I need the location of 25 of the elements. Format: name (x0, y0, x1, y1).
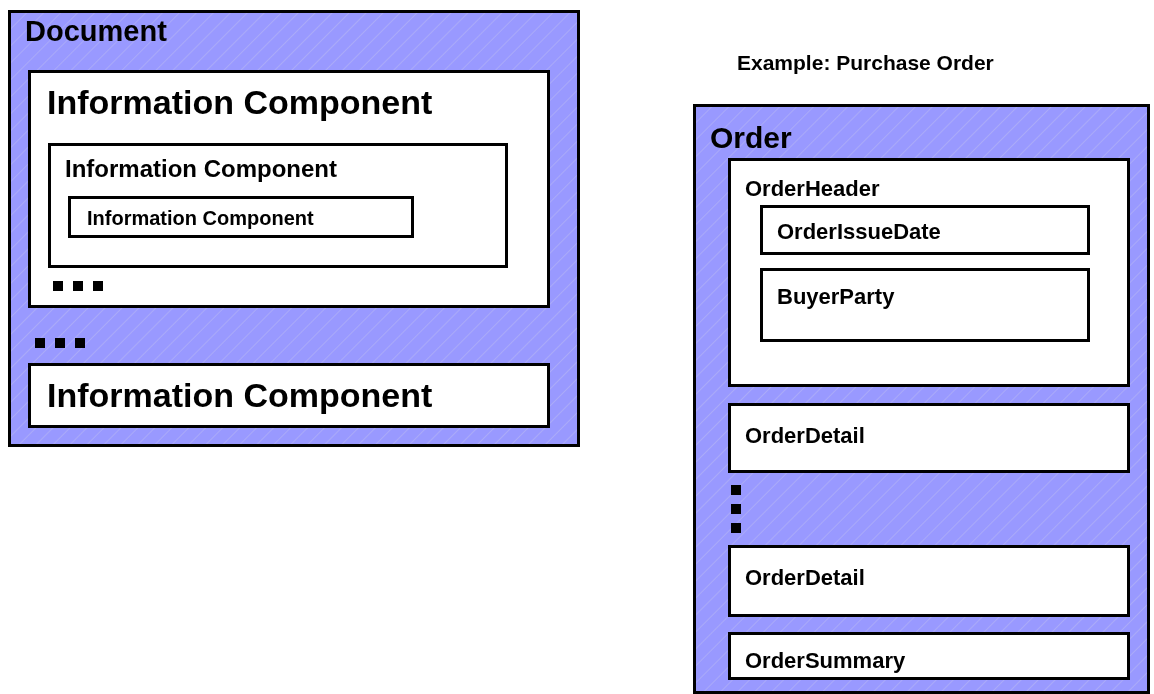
component-box (728, 403, 1130, 473)
document-panel (693, 104, 1150, 694)
component-box (728, 158, 1130, 387)
box-title: OrderHeader (745, 176, 880, 201)
box-title: Information Component (47, 376, 433, 414)
box-title: OrderDetail (745, 565, 865, 590)
box-title: Order (710, 121, 792, 154)
box-title: Information Component (47, 83, 433, 121)
example-caption: Example: Purchase Order (737, 50, 994, 76)
component-box (28, 363, 550, 428)
box-title: OrderDetail (745, 423, 865, 448)
component-box (728, 545, 1130, 617)
document-panel (8, 10, 580, 447)
component-box (760, 205, 1090, 255)
box-title: BuyerParty (777, 284, 895, 309)
component-box (68, 196, 414, 238)
component-box (48, 143, 508, 268)
box-title: OrderSummary (745, 648, 906, 673)
box-title: OrderIssueDate (777, 219, 941, 244)
box-title: Information Component (87, 207, 314, 229)
component-box (728, 632, 1130, 680)
box-title: Document (25, 15, 167, 47)
component-box (28, 70, 550, 308)
component-box (760, 268, 1090, 342)
box-title: Information Component (65, 155, 337, 182)
